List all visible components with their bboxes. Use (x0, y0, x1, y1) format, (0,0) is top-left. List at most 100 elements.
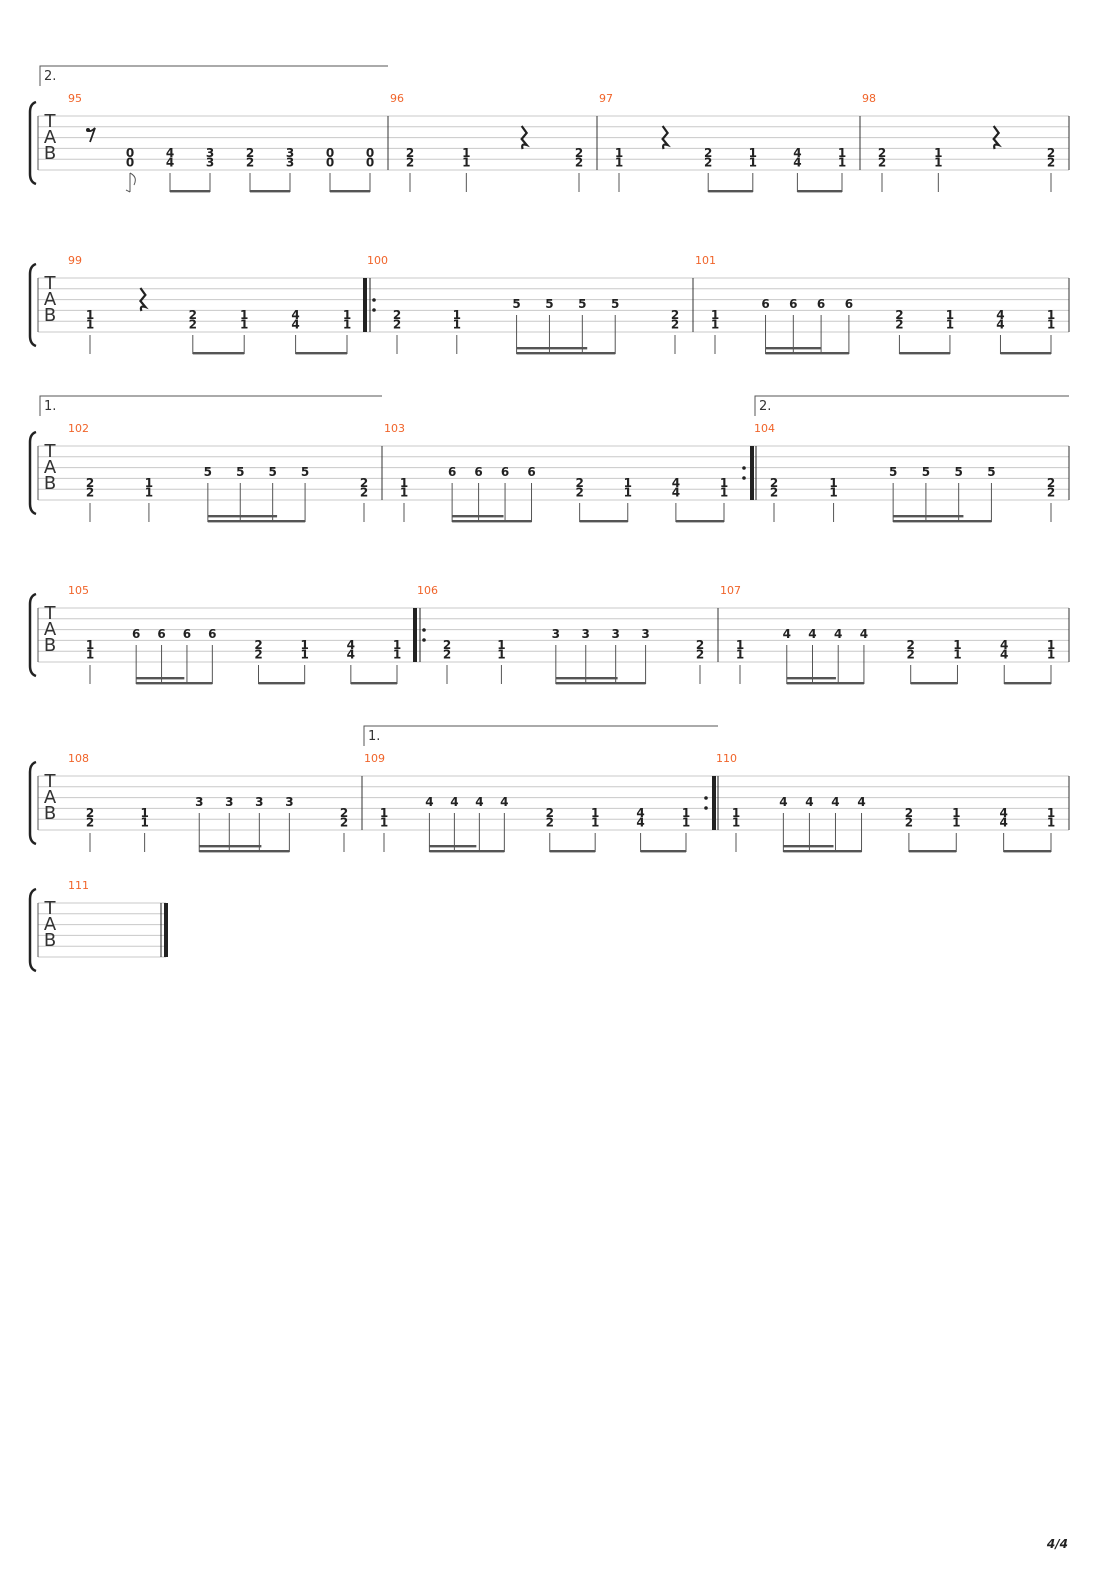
beam (786, 682, 864, 685)
fret-number: 3 (641, 627, 649, 641)
fret-number: 2 (671, 318, 679, 332)
bar-number: 99 (68, 254, 82, 267)
fret-number: 1 (400, 476, 408, 490)
fret-number: 1 (946, 308, 954, 322)
beam (910, 682, 958, 685)
repeat-end-thick (712, 776, 716, 830)
fret-number: 1 (497, 648, 505, 662)
fret-number: 4 (347, 648, 355, 662)
fret-number: 2 (895, 318, 903, 332)
fret-number: 4 (636, 806, 644, 820)
beam (295, 352, 347, 355)
fret-number: 1 (86, 638, 94, 652)
fret-number: 1 (934, 156, 942, 170)
fret-number: 1 (838, 146, 846, 160)
fret-number: 1 (615, 156, 623, 170)
fret-number: 6 (789, 297, 797, 311)
fret-number: 4 (425, 795, 433, 809)
fret-number: 2 (575, 146, 583, 160)
fret-number: 1 (732, 806, 740, 820)
bar-number: 100 (367, 254, 388, 267)
fret-number: 5 (578, 297, 586, 311)
fret-number: 4 (808, 627, 816, 641)
fret-number: 6 (474, 465, 482, 479)
fret-number: 6 (527, 465, 535, 479)
tab-clef-letter: A (44, 457, 57, 478)
fret-number: 1 (1047, 638, 1055, 652)
beam (899, 352, 950, 355)
fret-number: 1 (1047, 308, 1055, 322)
system-bracket (28, 100, 37, 186)
bar-number: 107 (720, 584, 741, 597)
fret-number: 4 (450, 795, 458, 809)
fret-number: 1 (711, 318, 719, 332)
fret-number: 4 (500, 795, 508, 809)
tab-clef-letter: A (44, 787, 57, 808)
fret-number: 2 (340, 806, 348, 820)
fret-number: 4 (166, 146, 174, 160)
fret-number: 1 (380, 816, 388, 830)
quarter-rest (520, 125, 530, 150)
fret-number: 0 (126, 156, 134, 170)
volta-bracket: 1. (363, 725, 718, 746)
fret-number: 4 (783, 627, 791, 641)
fret-number: 1 (1047, 816, 1055, 830)
fret-number: 2 (86, 816, 94, 830)
fret-number: 1 (380, 806, 388, 820)
bar-number: 103 (384, 422, 405, 435)
fret-number: 2 (86, 806, 94, 820)
volta-bracket: 2. (754, 395, 1069, 416)
fret-number: 1 (1047, 806, 1055, 820)
fret-number: 1 (829, 486, 837, 500)
secondary-beam (452, 515, 504, 518)
tab-clef-letter: A (44, 127, 57, 148)
fret-number: 6 (208, 627, 216, 641)
fret-number: 1 (343, 318, 351, 332)
fret-number: 2 (770, 486, 778, 500)
fret-number: 4 (793, 156, 801, 170)
eighth-rest-dot (86, 128, 90, 132)
fret-number: 2 (393, 308, 401, 322)
volta-label: 2. (759, 399, 771, 414)
fret-number: 1 (838, 156, 846, 170)
fret-number: 2 (406, 156, 414, 170)
bar-number: 110 (716, 752, 737, 765)
fret-number: 5 (236, 465, 244, 479)
fret-number: 1 (946, 318, 954, 332)
fret-number: 1 (953, 638, 961, 652)
beam (429, 850, 505, 853)
beam (640, 850, 686, 853)
beam (516, 352, 616, 355)
tab-clef-letter: T (44, 441, 57, 462)
fret-number: 1 (240, 318, 248, 332)
tab-clef-letter: B (44, 930, 56, 951)
fret-number: 2 (1047, 156, 1055, 170)
fret-number: 1 (140, 806, 148, 820)
fret-number: 2 (86, 476, 94, 490)
beam (330, 190, 370, 193)
fret-number: 6 (845, 297, 853, 311)
secondary-beam (136, 677, 185, 680)
fret-number: 4 (996, 308, 1004, 322)
quarter-rest (992, 125, 1002, 150)
fret-number: 2 (443, 638, 451, 652)
fret-number: 1 (300, 638, 308, 652)
beam (549, 850, 596, 853)
fret-number: 5 (545, 297, 553, 311)
fret-number: 2 (393, 318, 401, 332)
fret-number: 4 (1000, 648, 1008, 662)
fret-number: 6 (183, 627, 191, 641)
fret-number: 2 (575, 476, 583, 490)
beam (350, 682, 397, 685)
fret-number: 3 (206, 146, 214, 160)
bar-number: 98 (862, 92, 876, 105)
fret-number: 5 (301, 465, 309, 479)
